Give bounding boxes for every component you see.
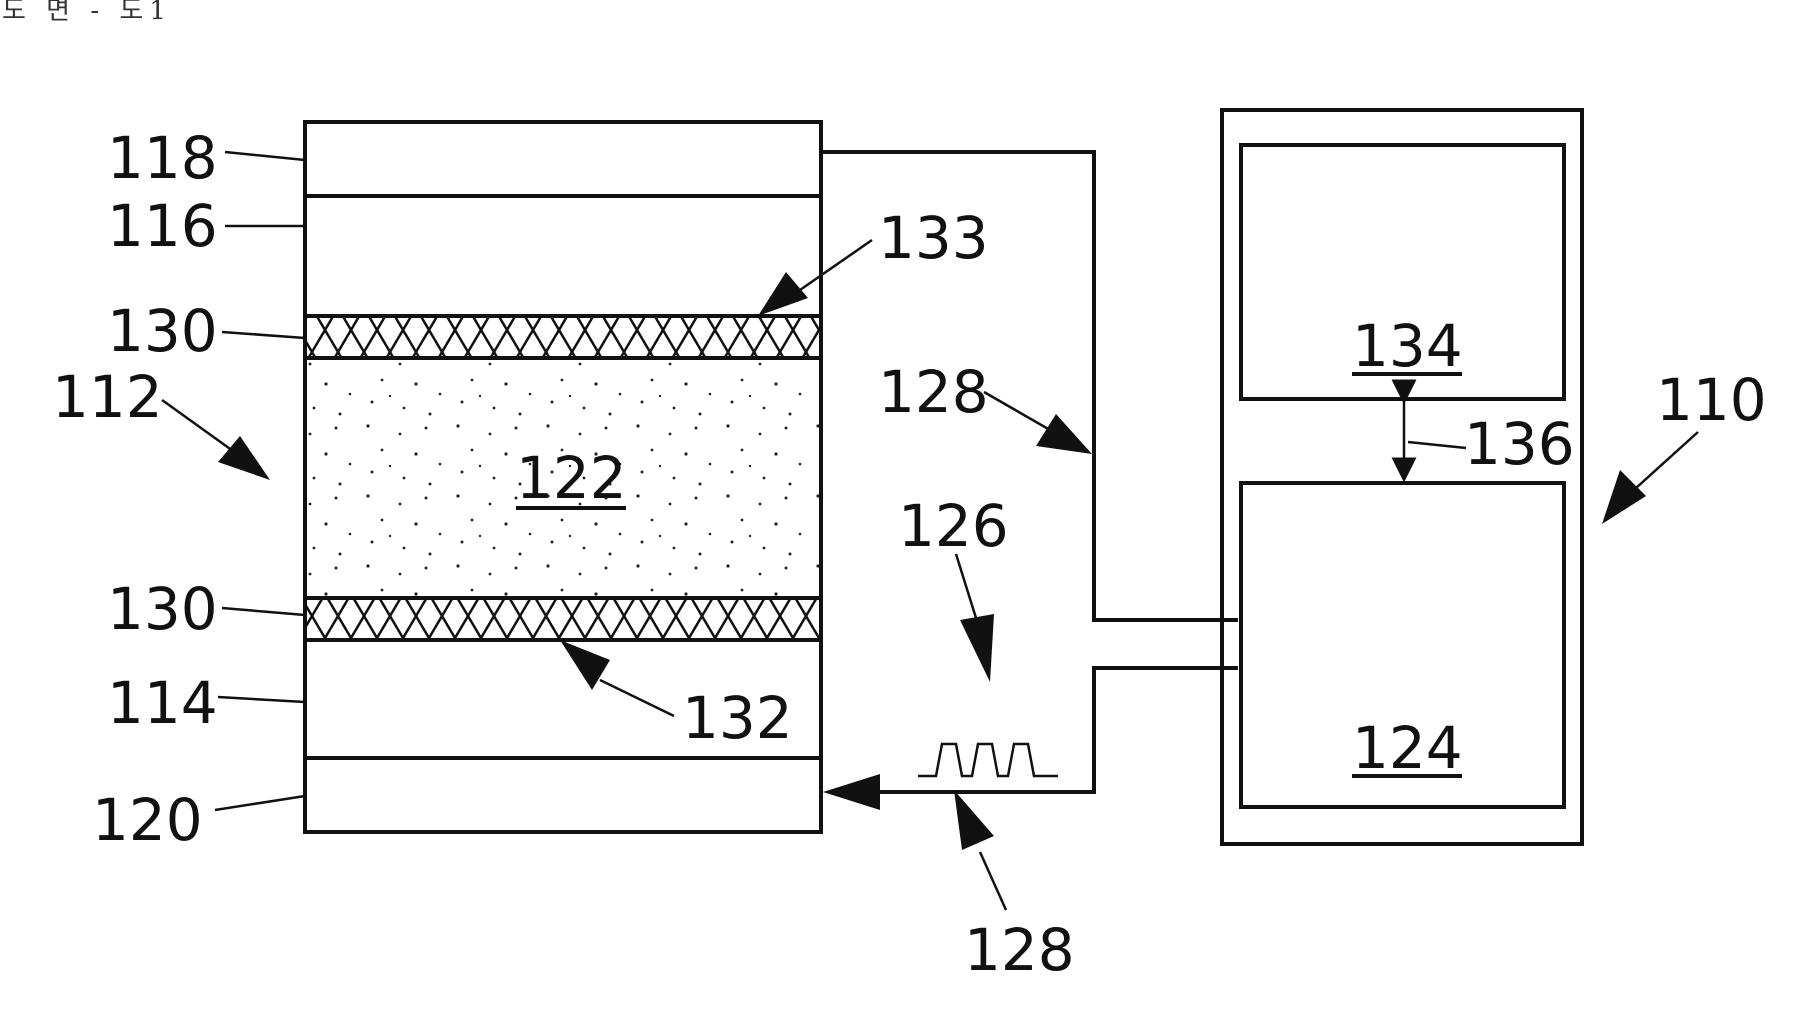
pulse-waveform	[918, 744, 1058, 776]
label-116: 116	[107, 192, 218, 260]
label-122: 122	[516, 444, 627, 512]
arrow-133	[758, 240, 872, 316]
arrow-110	[1602, 432, 1698, 524]
arrow-126	[956, 554, 994, 682]
label-124: 124	[1352, 714, 1463, 782]
label-112: 112	[52, 363, 163, 431]
label-134: 134	[1352, 312, 1463, 380]
label-118: 118	[107, 124, 218, 192]
layer-130-bottom	[305, 598, 821, 640]
label-128-lower: 128	[964, 916, 1075, 984]
wire-arrowhead	[823, 774, 880, 810]
arrow-112	[162, 400, 270, 480]
layer-leaders	[215, 152, 305, 810]
label-128-upper: 128	[878, 358, 989, 426]
label-130-top: 130	[107, 297, 218, 365]
label-130-bottom: 130	[107, 575, 218, 643]
label-126: 126	[898, 492, 1009, 560]
label-132: 132	[682, 684, 793, 752]
label-133: 133	[878, 204, 989, 272]
label-110: 110	[1656, 366, 1767, 434]
arrow-132	[560, 640, 674, 716]
label-114: 114	[107, 669, 218, 737]
arrow-128-upper	[984, 392, 1092, 454]
label-136: 136	[1464, 410, 1575, 478]
label-120: 120	[92, 786, 203, 854]
arrow-128-lower	[954, 790, 1006, 910]
layer-130-top	[305, 316, 821, 358]
